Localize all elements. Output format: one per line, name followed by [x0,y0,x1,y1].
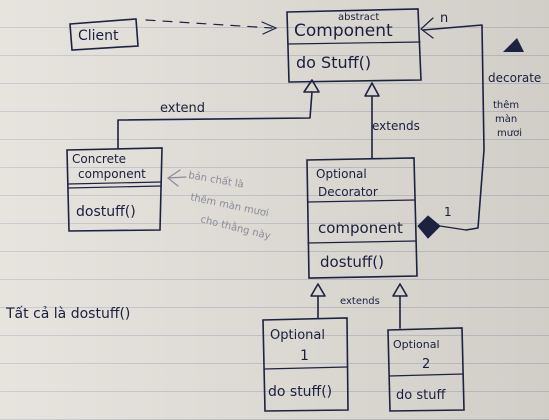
faint-note-line1: bản chất là [187,169,244,191]
client-dependency-arrow [145,19,278,35]
optional1-name-line1: Optional [270,328,325,343]
decorator-field: component [318,219,403,237]
footer-note: Tất cả là dostuff() [5,306,130,322]
optional2-name-line1: Optional [393,338,440,351]
concrete-extends-arrow: extend [117,79,320,149]
concrete-component-class: Concrete component dostuff() [66,147,163,232]
multiplicity-n: n [440,11,448,26]
multiplicity-1: 1 [444,205,452,219]
optional2-name-line2: 2 [422,357,430,372]
decorator-method: dostuff() [320,253,384,271]
faint-note: bản chất là thêm màn mươi cho thằng này [166,169,272,242]
decorator-name-line2: Decorator [318,185,378,199]
component-class: abstract Component do Stuff() [286,8,422,83]
optional-1-class: Optional 1 do stuff() [262,317,349,412]
optional-decorator-class: Optional Decorator component dostuff() [306,157,418,279]
concrete-method: dostuff() [76,204,136,220]
extends-bottom-label: extends [340,296,380,307]
client-label: Client [78,28,119,44]
them-line1: thêm [493,99,519,111]
aggregation-back-arrow: n [420,11,485,231]
optional-extends-arrows: extends [310,283,408,329]
concrete-name-line2: component [78,167,146,181]
component-stereotype: abstract [338,12,379,23]
component-method: do Stuff() [296,53,371,72]
extends-mid-label: extends [372,119,420,133]
decorate-annotation: decorate thêm màn mươi [488,38,541,139]
client-class: Client [69,18,139,51]
concrete-name-line1: Concrete [72,152,126,166]
them-line2: màn [495,113,517,125]
them-line3: mươi [497,128,522,139]
decorator-extends-arrow: extends [364,82,420,159]
optional-2-class: Optional 2 do stuff [387,327,465,412]
optional1-method: do stuff() [268,384,332,400]
optional2-method: do stuff [396,388,446,403]
extend-left-label: extend [160,101,205,116]
decorate-label: decorate [488,71,541,85]
decorator-name-line1: Optional [316,167,367,181]
component-name: Component [294,21,393,41]
aggregation-diamond: 1 [417,205,467,239]
optional1-name-line2: 1 [300,348,309,364]
